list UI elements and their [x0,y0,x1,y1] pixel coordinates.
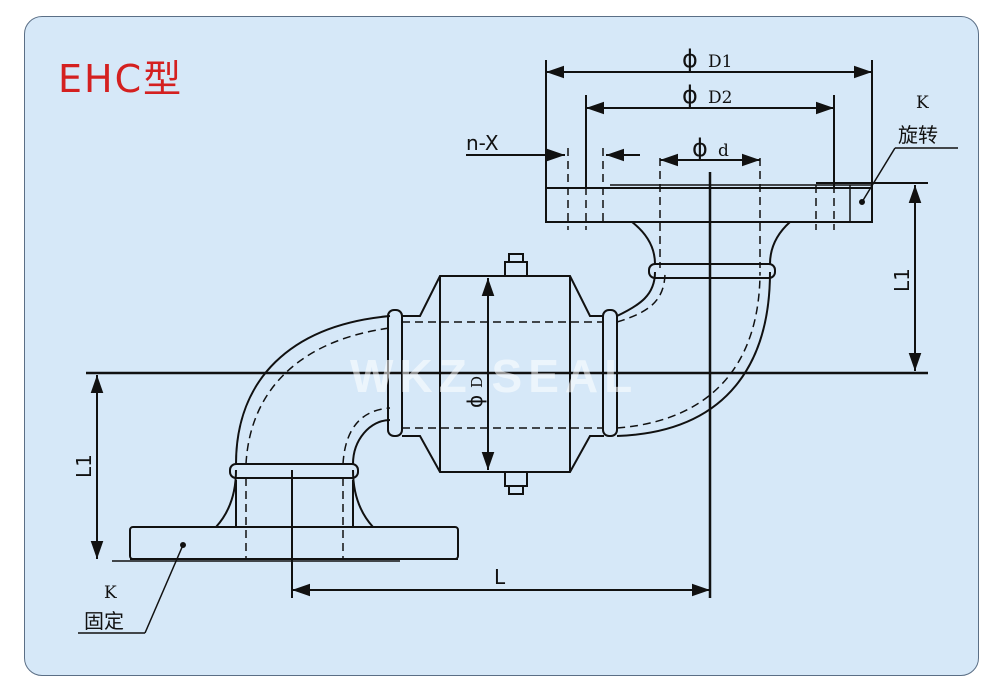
label-d1: D1 [708,52,732,72]
phi-symbol-d: ϕ [692,134,708,162]
left-elbow [235,309,403,465]
label-l1-right: L1 [890,268,914,292]
watermark-text: WKZ SEAL [350,350,638,402]
label-length-l: L [494,565,506,589]
label-d2: D2 [708,88,732,108]
bottom-fixed-flange [112,463,459,562]
label-bolt-holes: n-X [466,131,499,155]
label-k-bottom: K [104,583,117,603]
phi-symbol-d1: ϕ [682,45,698,73]
phi-symbol-body: ϕ [463,395,487,408]
label-rotating: 旋转 [898,123,938,147]
label-k-top: K [916,93,929,113]
label-l1-left: L1 [72,454,96,478]
dimension-lines [78,60,958,634]
central-body [402,253,604,495]
label-fixed: 固定 [84,609,124,633]
drawing-title: EHC型 [58,57,183,101]
phi-symbol-d2: ϕ [682,81,698,109]
label-dia-d-vertical: ϕ D [463,376,487,408]
drawing-panel [24,16,979,676]
label-body-d: D [468,376,486,388]
label-d: d [718,141,729,161]
